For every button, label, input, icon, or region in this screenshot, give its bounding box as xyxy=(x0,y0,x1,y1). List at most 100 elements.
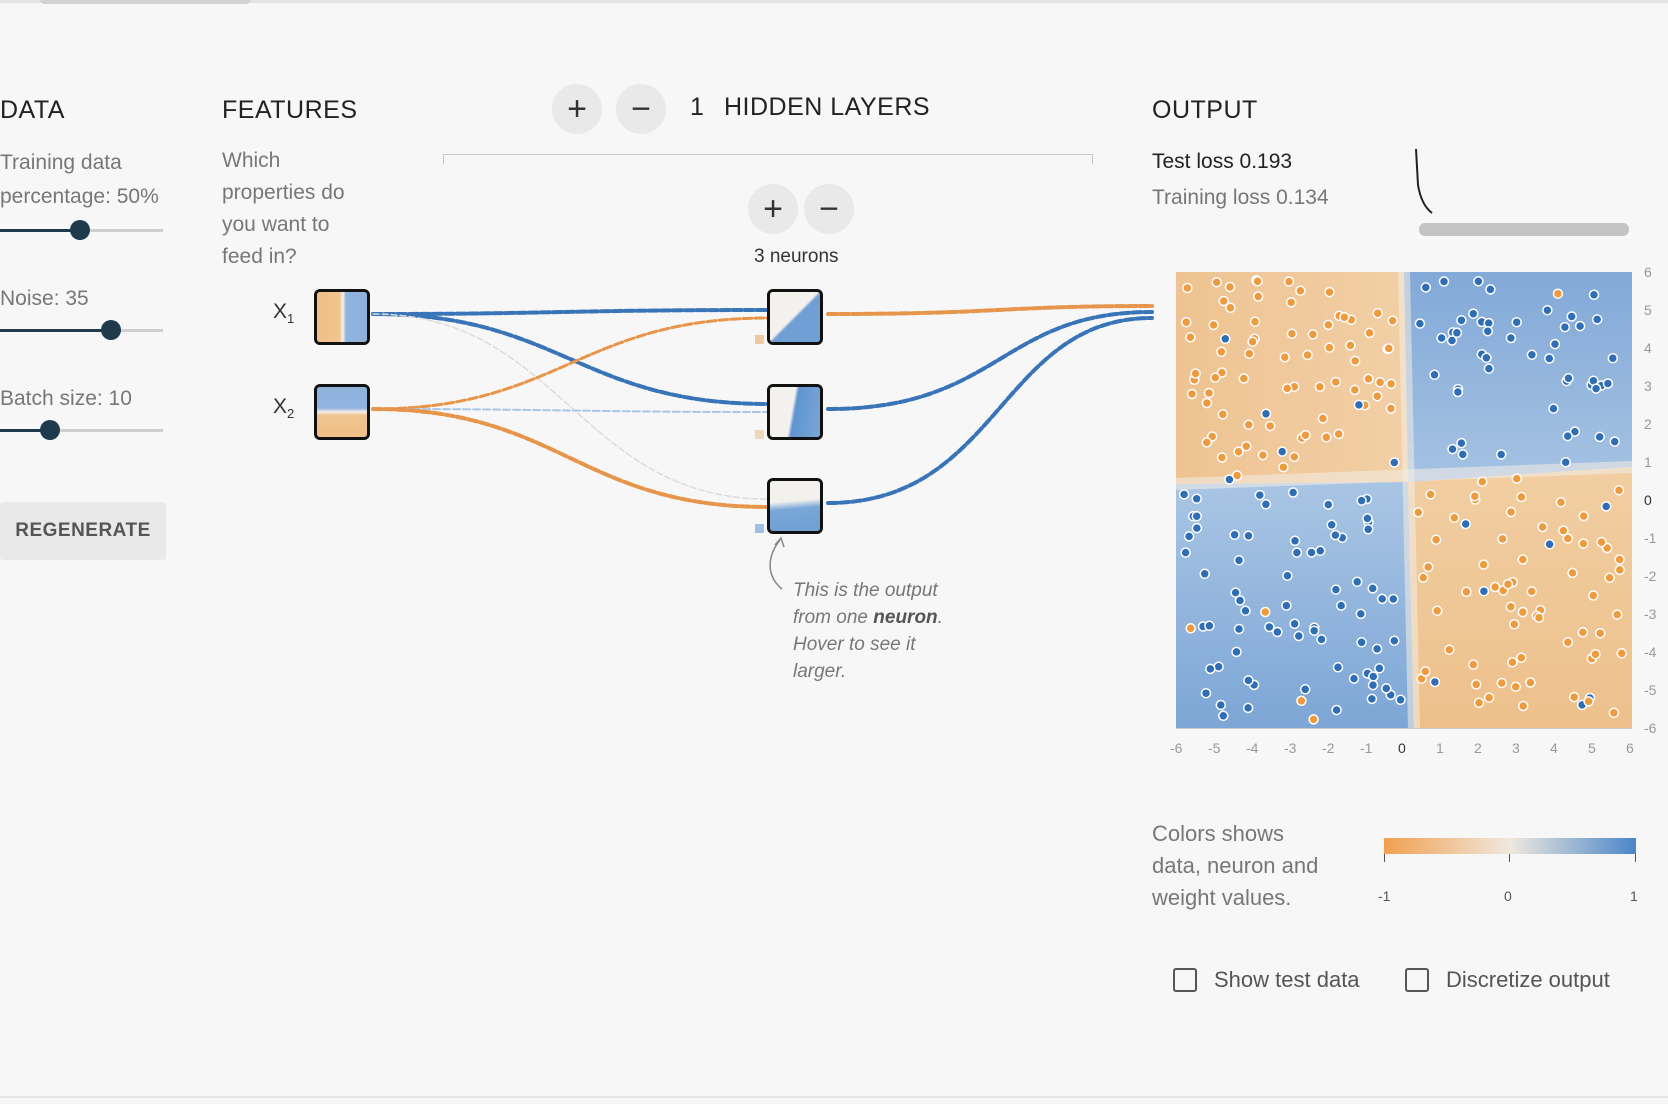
y-tick-label: -3 xyxy=(1644,606,1657,622)
data-point xyxy=(1233,623,1245,635)
data-point xyxy=(1451,327,1463,339)
data-point xyxy=(1413,507,1424,518)
data-point xyxy=(1234,595,1246,606)
data-point xyxy=(1509,619,1520,630)
slider-thumb[interactable] xyxy=(40,420,60,440)
training-percentage-label: Training data percentage: 50% xyxy=(0,146,159,214)
data-point xyxy=(1449,512,1460,524)
region-bottom-left xyxy=(1176,482,1414,728)
discretize-output-label[interactable]: Discretize output xyxy=(1446,967,1610,992)
y-tick-label: -6 xyxy=(1644,720,1657,736)
feature-x2-node[interactable] xyxy=(314,384,370,440)
data-point xyxy=(1429,676,1441,688)
data-point xyxy=(1190,368,1201,379)
data-point xyxy=(1264,621,1275,633)
data-point xyxy=(1516,491,1527,503)
color-scale-bar xyxy=(1384,838,1636,854)
data-point xyxy=(1367,583,1378,594)
data-point xyxy=(1324,286,1335,298)
link-x1-n3[interactable] xyxy=(372,313,769,500)
data-point xyxy=(1278,461,1289,473)
data-point xyxy=(1507,657,1518,668)
training-percentage-slider[interactable] xyxy=(0,218,163,242)
data-point xyxy=(1218,295,1229,307)
hidden-neuron-2[interactable] xyxy=(767,384,823,440)
data-point xyxy=(1241,440,1252,452)
hidden-neuron-3[interactable] xyxy=(767,478,823,534)
data-point xyxy=(1362,524,1374,535)
data-point xyxy=(1229,529,1240,541)
link-n3-out[interactable] xyxy=(826,316,1154,505)
data-point xyxy=(1607,352,1619,364)
data-point xyxy=(1588,289,1600,301)
data-point xyxy=(1481,352,1492,364)
data-point xyxy=(1483,363,1495,374)
x-tick-label: 0 xyxy=(1398,740,1406,756)
link-x2-n1[interactable] xyxy=(371,316,770,411)
link-x2-n3[interactable] xyxy=(371,407,770,509)
data-point xyxy=(1264,420,1276,432)
add-layer-button[interactable]: + xyxy=(552,84,602,134)
show-test-data-checkbox[interactable] xyxy=(1173,968,1197,992)
data-point xyxy=(1367,679,1379,691)
slider-thumb[interactable] xyxy=(70,220,90,240)
data-point xyxy=(1366,693,1378,705)
link-x1-n1[interactable] xyxy=(371,308,770,316)
data-point xyxy=(1469,490,1481,502)
data-point xyxy=(1289,618,1300,630)
slider-thumb[interactable] xyxy=(101,320,121,340)
data-point xyxy=(1308,714,1319,725)
data-point xyxy=(1199,568,1210,580)
data-point xyxy=(1183,531,1195,542)
data-point xyxy=(1566,311,1577,322)
data-point xyxy=(1224,474,1235,485)
data-point xyxy=(1185,331,1196,343)
data-point xyxy=(1558,525,1569,536)
training-loss: Training loss 0.134 xyxy=(1152,186,1329,209)
data-point xyxy=(1613,485,1625,496)
hidden-neuron-1[interactable] xyxy=(767,289,823,345)
data-point xyxy=(1330,529,1341,541)
remove-layer-button[interactable]: − xyxy=(616,84,666,134)
regenerate-button[interactable]: REGENERATE xyxy=(0,502,166,560)
noise-slider[interactable] xyxy=(0,318,163,342)
data-point xyxy=(1505,506,1517,518)
y-tick-label: -2 xyxy=(1644,568,1657,584)
y-tick-label: -4 xyxy=(1644,644,1657,660)
link-n2-out[interactable] xyxy=(826,310,1154,411)
data-point xyxy=(1549,338,1561,350)
link-x1-n2[interactable] xyxy=(371,312,770,406)
y-tick-label: 6 xyxy=(1644,264,1652,280)
show-test-data-label[interactable]: Show test data xyxy=(1214,967,1360,992)
data-point xyxy=(1220,333,1231,345)
data-point xyxy=(1314,381,1326,393)
data-point xyxy=(1282,570,1293,581)
data-point xyxy=(1302,349,1313,361)
data-points xyxy=(1178,275,1627,725)
data-point xyxy=(1473,697,1485,709)
data-point xyxy=(1216,452,1228,463)
add-neuron-button[interactable]: + xyxy=(748,184,798,234)
data-point xyxy=(1247,336,1258,347)
data-point xyxy=(1345,340,1356,351)
data-point xyxy=(1355,608,1367,620)
remove-neuron-button[interactable]: − xyxy=(804,184,854,234)
data-point xyxy=(1287,487,1299,498)
data-point xyxy=(1349,355,1361,367)
neuron-count-label: 3 neurons xyxy=(754,246,839,267)
data-point xyxy=(1483,692,1495,703)
link-n1-out[interactable] xyxy=(826,304,1154,316)
discretize-output-checkbox[interactable] xyxy=(1405,968,1429,992)
data-point xyxy=(1456,437,1467,449)
batch-size-slider[interactable] xyxy=(0,418,163,442)
data-point xyxy=(1204,620,1215,632)
link-x2-n2[interactable] xyxy=(372,408,769,413)
output-heatmap[interactable] xyxy=(1175,271,1633,729)
feature-x1-node[interactable] xyxy=(314,289,370,345)
data-point xyxy=(1372,307,1383,319)
data-point xyxy=(1456,315,1467,326)
data-point xyxy=(1511,316,1522,328)
decision-boundary-plot[interactable] xyxy=(1175,271,1633,729)
data-point xyxy=(1485,284,1496,295)
